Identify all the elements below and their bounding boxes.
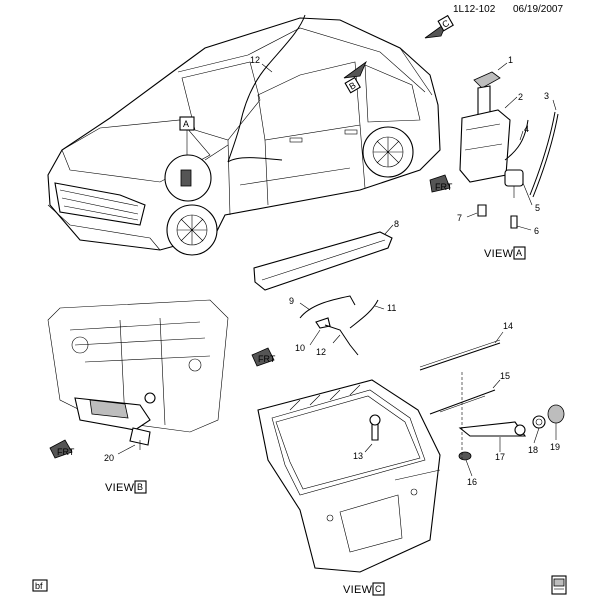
vehicle-illustration — [47, 14, 441, 256]
view-a-detail-circle — [164, 144, 229, 202]
view-b-marker: B — [343, 60, 367, 94]
view-a-washer-assembly — [429, 71, 559, 229]
book-icon — [551, 575, 567, 595]
frt-arrow-c: FRT — [258, 354, 276, 364]
svg-text:bf: bf — [35, 581, 43, 591]
callout-6: 6 — [534, 226, 539, 236]
frt-arrow-b: FRT — [57, 447, 75, 457]
spoiler-assembly — [253, 231, 393, 356]
svg-text:C: C — [375, 584, 382, 594]
callout-3: 3 — [544, 91, 549, 101]
corner-code-box: bf — [32, 579, 48, 592]
svg-text:C: C — [440, 18, 451, 30]
svg-text:VIEW: VIEW — [105, 482, 135, 494]
svg-text:VIEW: VIEW — [484, 248, 514, 260]
callout-1: 1 — [508, 55, 513, 65]
callout-2: 2 — [518, 92, 523, 102]
callout-17: 17 — [495, 452, 505, 462]
diagram-date: 06/19/2007 — [513, 4, 563, 15]
callout-12-nozzle: 12 — [316, 347, 326, 357]
callout-11: 11 — [387, 303, 396, 313]
callout-12-hose: 12 — [250, 55, 260, 65]
svg-text:A: A — [516, 248, 522, 258]
callout-18: 18 — [528, 445, 538, 455]
callout-15: 15 — [500, 371, 510, 381]
callout-19: 19 — [550, 442, 560, 452]
callout-16: 16 — [467, 477, 477, 487]
callout-14: 14 — [503, 321, 513, 331]
callout-13: 13 — [353, 451, 363, 461]
callout-5: 5 — [535, 203, 540, 213]
view-a-label: VIEW A — [484, 246, 526, 260]
callout-9: 9 — [289, 296, 294, 306]
callout-20: 20 — [104, 453, 114, 463]
frt-arrow-a: FRT — [435, 182, 453, 192]
view-a-marker: A — [179, 116, 195, 155]
callout-8: 8 — [394, 219, 399, 229]
view-b-wiper-motor — [47, 299, 275, 459]
view-c-liftgate — [257, 339, 565, 573]
svg-text:VIEW: VIEW — [343, 584, 373, 596]
svg-text:B: B — [137, 482, 143, 492]
callout-10: 10 — [295, 343, 305, 353]
callout-4: 4 — [524, 124, 529, 134]
svg-text:B: B — [347, 80, 357, 92]
svg-text:A: A — [183, 119, 189, 129]
diagram-ref: 1L12-102 — [453, 4, 496, 15]
view-c-label: VIEW C — [343, 582, 385, 596]
callout-7: 7 — [457, 213, 462, 223]
view-b-label: VIEW B — [105, 480, 147, 494]
view-c-marker: C — [424, 14, 454, 39]
